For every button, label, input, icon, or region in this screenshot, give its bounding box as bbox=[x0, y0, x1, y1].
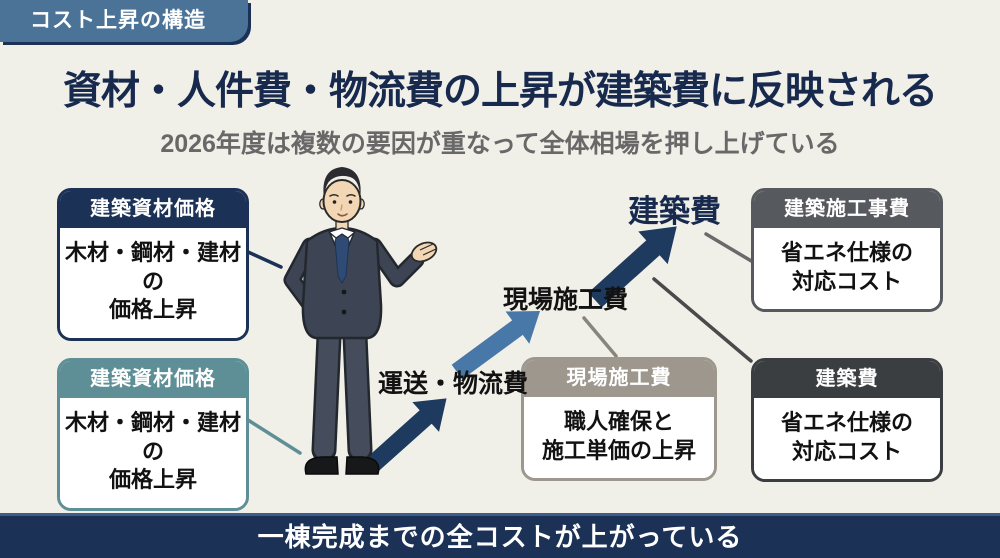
connector-line-top-right-box bbox=[704, 232, 755, 264]
page-subtitle: 2026年度は複数の要因が重なって全体相場を押し上げている bbox=[160, 130, 840, 158]
footer-banner: 一棟完成までの全コストが上がっている bbox=[0, 513, 1000, 558]
box-header: 現場施工費 bbox=[524, 360, 714, 397]
box-body-line2: 施工単価の上昇 bbox=[541, 437, 696, 463]
box-body-line2: 価格上昇 bbox=[108, 467, 197, 493]
box-body-line2: 価格上昇 bbox=[108, 297, 197, 323]
page-title: 資材・人件費・物流費の上昇が建築費に反映される bbox=[62, 70, 938, 113]
label-site-construction-cost: 現場施工費 bbox=[503, 286, 629, 314]
businessman-icon bbox=[283, 167, 438, 475]
connector-line-bottom-left-box bbox=[246, 418, 302, 455]
connector-line-top-left-box bbox=[246, 250, 283, 269]
connector-line-center-box bbox=[582, 316, 618, 358]
box-body: 省エネ仕様の 対応コスト bbox=[754, 228, 940, 310]
box-header: 建築費 bbox=[754, 361, 940, 398]
box-header: 建築資材価格 bbox=[60, 361, 246, 398]
footer-label: 一棟完成までの全コストが上がっている bbox=[257, 522, 743, 552]
badge-label: コスト上昇の構造 bbox=[30, 9, 206, 32]
label-building-cost: 建築費 bbox=[628, 194, 721, 229]
box-header: 建築施工事費 bbox=[754, 191, 940, 228]
box-body-line1: 木材・鋼材・建材の bbox=[64, 410, 241, 464]
corner-badge: コスト上昇の構造 bbox=[0, 0, 248, 42]
info-box-material-price-top: 建築資材価格 木材・鋼材・建材の 価格上昇 bbox=[57, 188, 249, 341]
box-body-line2: 対応コスト bbox=[791, 268, 902, 294]
box-body-line1: 木材・鋼材・建材の bbox=[64, 240, 241, 294]
box-body-line1: 省エネ仕様の bbox=[780, 240, 913, 265]
info-box-construction-work-cost: 建築施工事費 省エネ仕様の 対応コスト bbox=[751, 188, 943, 313]
connector-line-bottom-right-box bbox=[652, 277, 753, 363]
box-body: 木材・鋼材・建材の 価格上昇 bbox=[60, 228, 246, 338]
info-box-material-price-bottom: 建築資材価格 木材・鋼材・建材の 価格上昇 bbox=[57, 358, 249, 511]
box-body: 省エネ仕様の 対応コスト bbox=[754, 398, 940, 480]
info-box-site-construction: 現場施工費 職人確保と 施工単価の上昇 bbox=[521, 357, 717, 482]
box-body-line1: 省エネ仕様の bbox=[780, 410, 913, 435]
box-body: 職人確保と 施工単価の上昇 bbox=[524, 397, 714, 479]
box-body-line1: 職人確保と bbox=[563, 409, 674, 434]
box-header: 建築資材価格 bbox=[60, 191, 246, 228]
box-body: 木材・鋼材・建材の 価格上昇 bbox=[60, 398, 246, 508]
box-body-line2: 対応コスト bbox=[791, 438, 902, 464]
label-logistics-cost: 運送・物流費 bbox=[378, 370, 529, 398]
info-box-building-cost: 建築費 省エネ仕様の 対応コスト bbox=[751, 358, 943, 483]
